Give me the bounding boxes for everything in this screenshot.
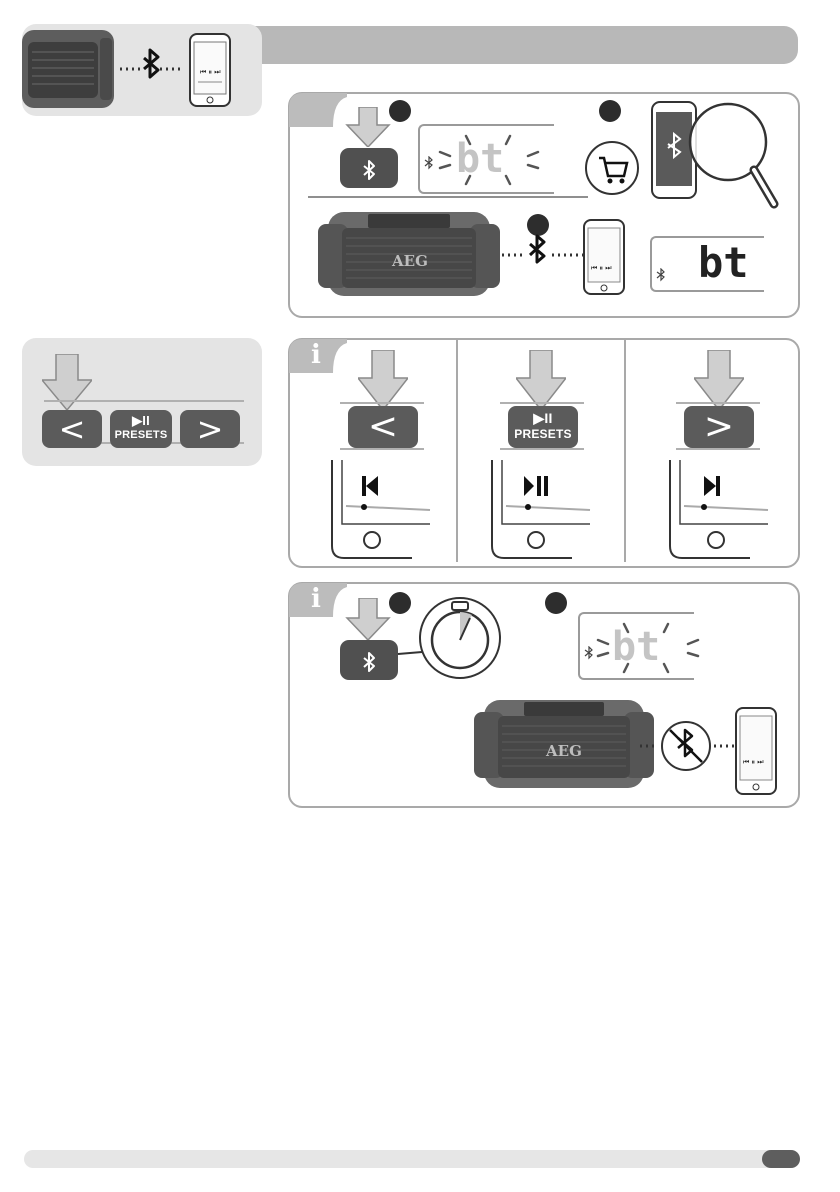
blinking-display: bt (578, 612, 694, 680)
phone-illustration: ⏮ ⏸ ⏭ (582, 218, 628, 298)
speaker-brand: AEG (545, 742, 582, 760)
bluetooth-indicator-icon (424, 156, 434, 170)
svg-text:⏮ ⏸ ⏭: ⏮ ⏸ ⏭ (743, 758, 764, 766)
display-text: bt (698, 238, 749, 288)
bluetooth-icon (530, 236, 544, 262)
section-title-bar (250, 26, 798, 64)
play-pause-icon: ▶II (110, 413, 172, 429)
controls-card: < ▶II PRESETS > (22, 338, 262, 466)
bluetooth-button[interactable] (340, 148, 398, 188)
bluetooth-indicator-icon (656, 268, 666, 282)
press-arrow (345, 107, 391, 147)
next-label: > (704, 406, 734, 447)
display-text: bt (612, 622, 660, 672)
previous-button[interactable]: < (42, 410, 102, 448)
intro-illustration: ⏮ ⏸ ⏭ (22, 24, 262, 116)
presets-label: PRESETS (508, 427, 578, 441)
info-tab-label: i (304, 340, 328, 370)
bluetooth-icon (340, 148, 398, 188)
play-pause-icon (524, 476, 548, 496)
play-pause-presets-button[interactable]: ▶II PRESETS (508, 406, 578, 448)
blinking-display: bt (418, 124, 554, 194)
pairing-tab (289, 93, 347, 127)
search-device-illustration (582, 96, 782, 212)
next-track-icon (704, 476, 720, 496)
page-number-pill (762, 1150, 800, 1168)
speaker-illustration: AEG (318, 206, 500, 302)
footer-bar (24, 1150, 800, 1168)
speaker-illustration: AEG (474, 694, 654, 794)
step-marker-1 (389, 100, 411, 122)
phone-next-track (664, 460, 776, 560)
speaker-brand: AEG (391, 252, 428, 270)
stopwatch-icon (394, 596, 506, 680)
phone-previous-track (326, 460, 438, 560)
next-button[interactable]: > (684, 406, 754, 448)
previous-button[interactable]: < (348, 406, 418, 448)
display-text: bt (456, 134, 504, 184)
bluetooth-crossed-link (640, 716, 736, 776)
play-pause-icon: ▶II (508, 410, 578, 427)
next-button[interactable]: > (180, 410, 240, 448)
phone-play-pause (486, 460, 598, 560)
previous-label: < (59, 410, 86, 448)
previous-label: < (368, 406, 398, 447)
connected-display: bt (650, 236, 764, 292)
shopping-cart-icon (586, 142, 638, 194)
next-label: > (197, 410, 224, 448)
intro-card: ⏮ ⏸ ⏭ (22, 24, 262, 116)
column-divider (624, 340, 626, 562)
bluetooth-icon (340, 640, 398, 680)
step-marker-2 (545, 592, 567, 614)
presets-label: PRESETS (110, 429, 172, 441)
column-divider (456, 340, 458, 562)
previous-track-icon (362, 476, 378, 496)
svg-text:⏮ ⏸ ⏭: ⏮ ⏸ ⏭ (591, 264, 612, 272)
press-arrow (42, 354, 92, 414)
svg-text:⏮ ⏸ ⏭: ⏮ ⏸ ⏭ (200, 68, 221, 76)
bluetooth-button[interactable] (340, 640, 398, 680)
info-tab-label: i (304, 584, 328, 614)
phone-illustration: ⏮ ⏸ ⏭ (734, 706, 780, 798)
play-pause-presets-button[interactable]: ▶II PRESETS (110, 410, 172, 448)
pairing-link (502, 230, 592, 280)
divider (308, 196, 588, 198)
press-arrow (345, 598, 391, 640)
bluetooth-indicator-icon (584, 646, 594, 660)
